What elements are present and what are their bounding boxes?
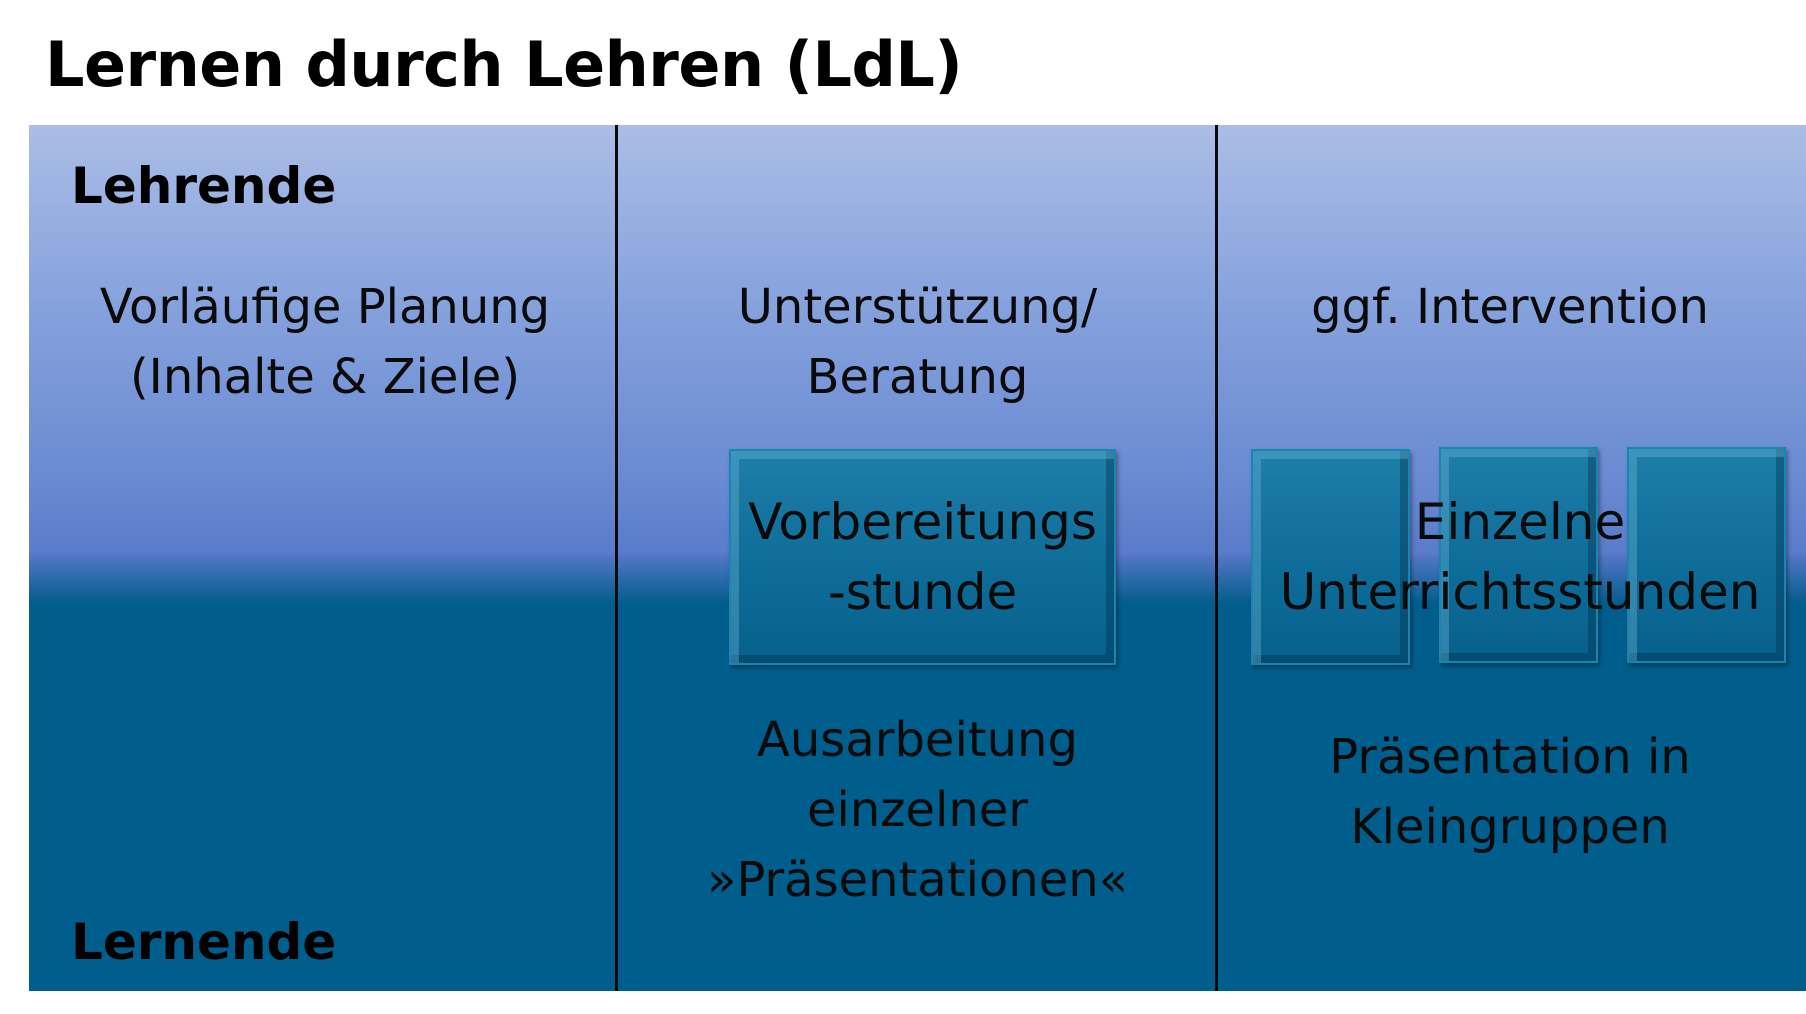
text-line: Kleingruppen [1350,799,1670,855]
text-line: Unterstützung/ [737,279,1098,335]
col2-teacher-text: Unterstützung/ Beratung [620,272,1215,412]
lesson-box-1 [1251,449,1410,665]
text-line: einzelner [806,782,1029,838]
row-label-learners: Lernende [71,913,337,971]
col1-teacher-text: Vorläufige Planung (Inhalte & Ziele) [40,272,610,412]
col3-teacher-text: ggf. Intervention [1220,272,1800,342]
preparation-lesson-box [729,449,1116,665]
col2-learner-text: Ausarbeitung einzelner »Präsentationen« [620,705,1215,915]
text-line: (Inhalte & Ziele) [129,349,521,405]
lesson-box-3 [1627,447,1786,663]
text-line: Unterrichtsstunden [1279,563,1761,621]
page-title: Lernen durch Lehren (LdL) [45,28,963,101]
row-label-teachers: Lehrende [71,157,337,215]
text-line: Vorläufige Planung [99,279,551,335]
learner-zone [29,603,1806,991]
text-line: Vorbereitungs [748,493,1097,551]
individual-lessons-label: Einzelne Unterrichtsstunden [1250,487,1790,627]
col3-learner-text: Präsentation in Kleingruppen [1220,722,1800,862]
text-line: Beratung [806,349,1029,405]
column-divider-1 [615,125,618,991]
text-line: -stunde [827,563,1018,621]
column-divider-2 [1215,125,1218,991]
text-line: Präsentation in [1329,729,1691,785]
text-line: »Präsentationen« [706,852,1129,908]
text-line: Einzelne [1414,493,1626,551]
text-line: Ausarbeitung [757,712,1078,768]
preparation-lesson-label: Vorbereitungs -stunde [729,487,1116,627]
lesson-box-2 [1439,447,1598,663]
text-line: ggf. Intervention [1311,279,1709,335]
